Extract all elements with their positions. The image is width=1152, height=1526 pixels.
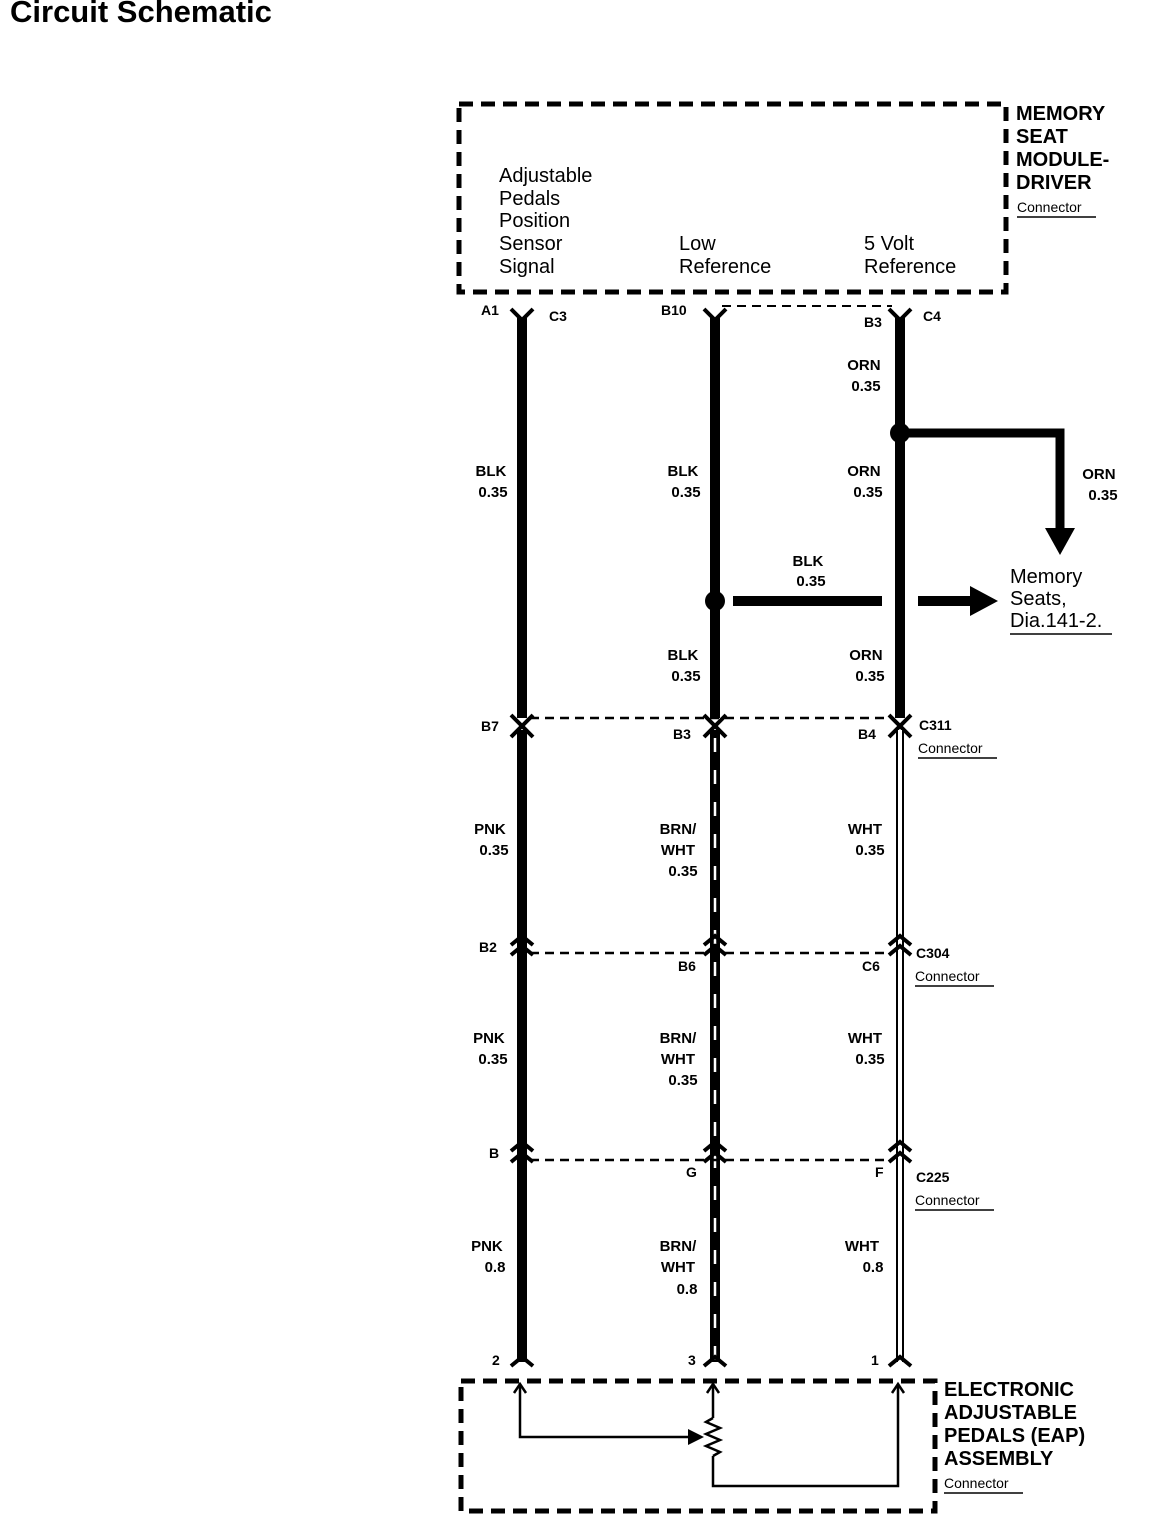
- wire-right-wht: [896, 730, 904, 1362]
- pin-function-low-reference: Low Reference: [679, 233, 771, 278]
- c225-pin-f: F: [875, 1164, 884, 1180]
- c225-connector-label: Connector: [915, 1192, 980, 1208]
- c304-pin-b2: B2: [479, 939, 497, 955]
- wire-label-seg3-mid: BRN/ WHT 0.35: [660, 1030, 701, 1089]
- wire-label-right-orn-2: ORN 0.35: [849, 647, 887, 685]
- wire-label-seg2-mid: BRN/ WHT 0.35: [660, 821, 701, 880]
- wire-label-seg4-right: WHT 0.8: [845, 1238, 884, 1276]
- c225-pin-g: G: [686, 1164, 697, 1180]
- pin-b10: B10: [661, 302, 687, 318]
- wire-orn-branch: [906, 428, 1065, 530]
- wire-label-seg3-left: PNK 0.35: [473, 1030, 509, 1068]
- wire-label-seg3-right: WHT 0.35: [848, 1030, 886, 1068]
- eap-pin-1: 1: [871, 1352, 879, 1368]
- page-title: Circuit Schematic: [10, 0, 272, 29]
- wire-label-seg4-mid: BRN/ WHT 0.8: [660, 1238, 701, 1298]
- arrow-right-icon: [970, 586, 998, 616]
- eap-pin-3: 3: [688, 1352, 696, 1368]
- wire-label-branch-blk: BLK 0.35: [793, 553, 828, 590]
- wire-label-seg2-left: PNK 0.35: [474, 821, 510, 859]
- c311-connector-name: C311: [919, 717, 952, 733]
- c311-pin-b7: B7: [481, 718, 499, 734]
- splice-orn: [890, 423, 910, 443]
- c225-terminals: [509, 1139, 913, 1164]
- pin-a1: A1: [481, 302, 499, 318]
- potentiometer-circuit: [512, 1381, 906, 1488]
- eap-terminals: [509, 1354, 913, 1368]
- eap-assembly-connector-label: Connector: [944, 1475, 1009, 1491]
- wire-label-mid-blk: BLK 0.35: [668, 463, 703, 501]
- wire-label-orn-branch: ORN 0.35: [1082, 466, 1120, 504]
- pin-b3-module: B3: [864, 314, 882, 330]
- wire-label-right-orn: ORN 0.35: [847, 463, 885, 501]
- wire-label-mid-blk-2: BLK 0.35: [668, 647, 703, 685]
- eap-assembly-title: ELECTRONIC ADJUSTABLE PEDALS (EAP) ASSEM…: [944, 1379, 1091, 1470]
- pin-function-5-volt-reference: 5 Volt Reference: [864, 233, 956, 278]
- wire-label-orn-a: ORN 0.35: [847, 357, 885, 395]
- memory-seat-module-title: MEMORY SEAT MODULE- DRIVER: [1016, 103, 1115, 194]
- pin-c3: C3: [549, 308, 567, 324]
- eap-pin-2: 2: [492, 1352, 500, 1368]
- c225-connector-name: C225: [916, 1169, 950, 1185]
- module-terminals: [509, 307, 913, 323]
- c304-connector-name: C304: [916, 945, 950, 961]
- c304-pin-b6: B6: [678, 958, 696, 974]
- wire-label-left-blk: BLK 0.35: [476, 463, 511, 501]
- c311-pin-b3: B3: [673, 726, 691, 742]
- memory-seat-module-box: [456, 101, 1009, 295]
- c311-connector-label: Connector: [918, 740, 983, 756]
- c304-connector-label: Connector: [915, 968, 980, 984]
- c225-pin-b: B: [489, 1145, 499, 1161]
- splice-blk: [705, 591, 725, 611]
- wiper-arrow-icon: [688, 1429, 704, 1445]
- eap-assembly-box: [458, 1378, 938, 1514]
- c304-pin-c6: C6: [862, 958, 880, 974]
- c304-terminals: [509, 933, 913, 957]
- c311-pin-b4: B4: [858, 726, 876, 742]
- memory-seat-module-connector-label: Connector: [1017, 199, 1082, 215]
- pin-c4: C4: [923, 308, 941, 324]
- memory-seats-reference: Memory Seats, Dia.141-2.: [1010, 566, 1102, 632]
- arrow-down-icon: [1045, 528, 1075, 555]
- wire-label-seg4-left: PNK 0.8: [471, 1238, 507, 1276]
- wire-label-seg2-right: WHT 0.35: [848, 821, 886, 859]
- pin-function-sensor-signal: Adjustable Pedals Position Sensor Signal: [499, 165, 598, 278]
- c311-terminals: [509, 713, 913, 739]
